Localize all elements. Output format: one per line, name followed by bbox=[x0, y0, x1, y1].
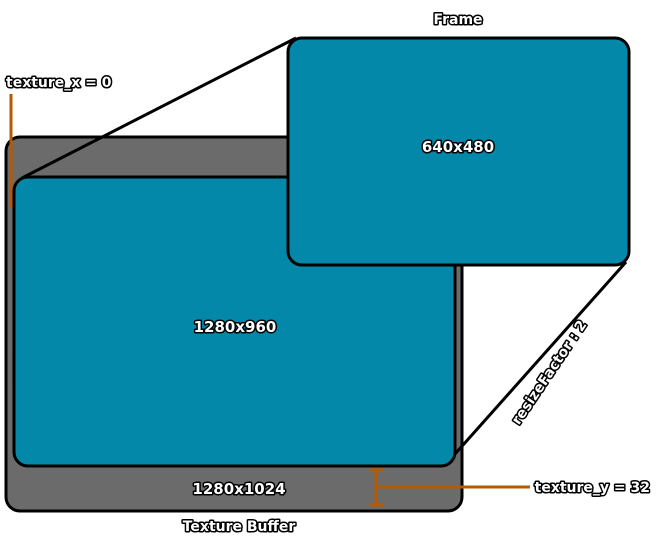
projection-line-bottom bbox=[453, 261, 628, 455]
frame-rect bbox=[286, 36, 631, 267]
texture-y-label: texture_y = 32 bbox=[535, 480, 650, 496]
buffer-size-label: 1280x1024 bbox=[192, 480, 285, 498]
frame-size-label: 640x480 bbox=[422, 138, 494, 156]
texture-buffer-title: Texture Buffer bbox=[183, 519, 296, 535]
inner-size-label: 1280x960 bbox=[194, 318, 277, 336]
resize-factor-label: resizeFactor : 2 bbox=[509, 318, 590, 428]
texture-y-marker bbox=[369, 468, 530, 507]
texture-x-label: texture_x = 0 bbox=[6, 75, 112, 91]
projection-line-top bbox=[21, 36, 297, 180]
frame-title: Frame bbox=[433, 12, 482, 28]
